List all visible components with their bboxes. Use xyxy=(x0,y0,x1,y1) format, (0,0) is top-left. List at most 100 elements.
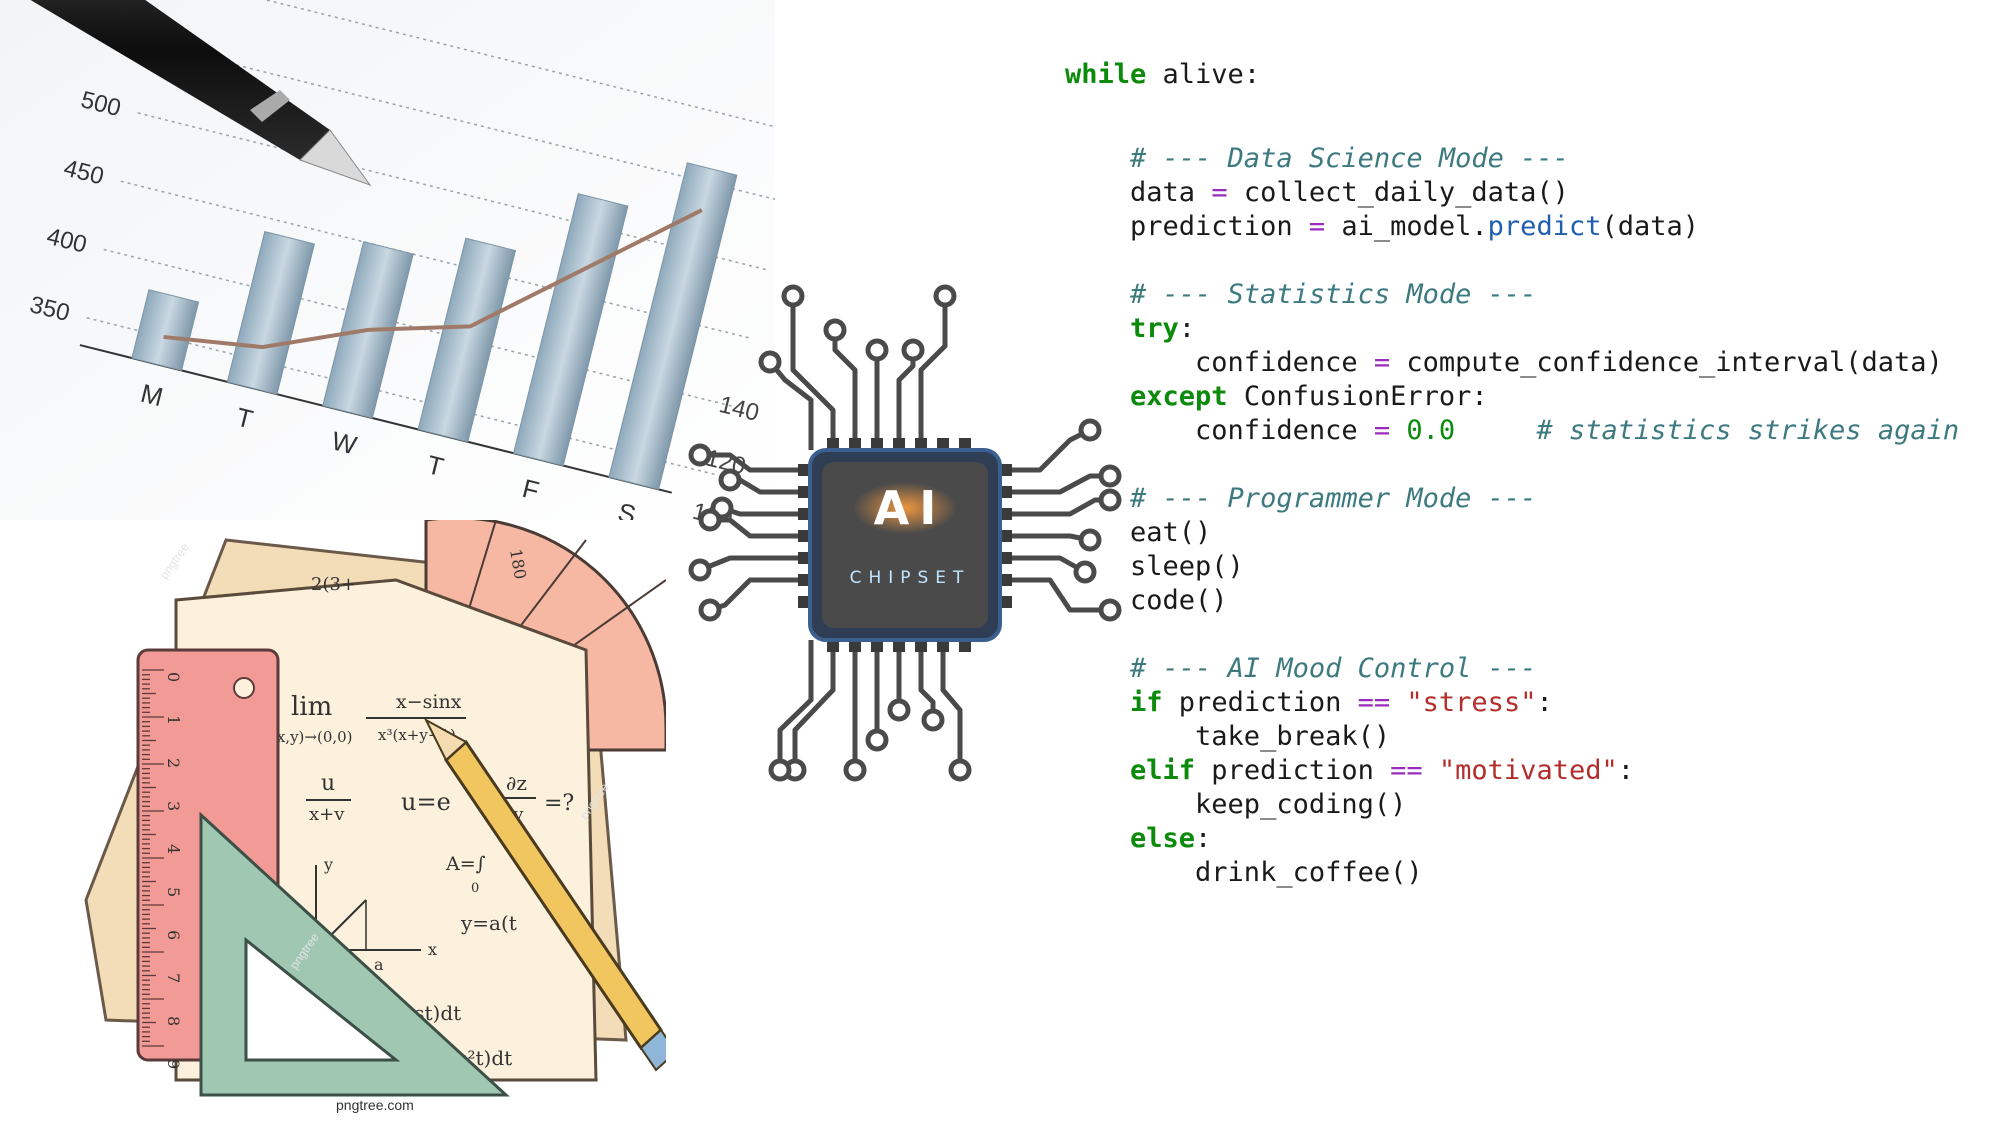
code-token: (data) xyxy=(1601,211,1700,242)
circuit-trace xyxy=(768,360,814,450)
code-line: data = collect_daily_data() xyxy=(1065,176,1569,210)
formula-partial-z: ∂z xyxy=(506,771,527,795)
chart-gridline xyxy=(120,180,752,340)
ruler-number: 0 xyxy=(164,672,183,682)
code-line: except ConfusionError: xyxy=(1065,380,1488,414)
code-token-com: # --- Statistics Mode --- xyxy=(1065,279,1537,310)
ruler-number: 8 xyxy=(164,1016,183,1026)
formula-equals-question: =? xyxy=(544,791,574,816)
code-line: take_break() xyxy=(1065,720,1390,754)
circuit-trace xyxy=(777,640,814,770)
chart-trend-line xyxy=(163,208,703,350)
circuit-node xyxy=(823,318,847,342)
code-token: eat() xyxy=(1065,517,1212,548)
code-token xyxy=(1390,415,1406,446)
chip-title: AI xyxy=(874,481,947,535)
circuit-trace xyxy=(699,555,810,573)
code-token: sleep() xyxy=(1065,551,1244,582)
pen-icon xyxy=(30,0,372,187)
circuit-node xyxy=(1078,528,1102,552)
ruler-number: 2 xyxy=(164,758,183,768)
circuit-node xyxy=(1098,488,1122,512)
code-token: ai_model. xyxy=(1325,211,1488,242)
code-token-op: = xyxy=(1373,347,1391,378)
x-tick-label: S xyxy=(615,497,639,520)
code-line: confidence = compute_confidence_interval… xyxy=(1065,346,1943,380)
code-token: take_break() xyxy=(1065,721,1391,752)
axis-label-x: x xyxy=(428,940,437,959)
formula-integral-lower: 0 xyxy=(471,881,479,896)
code-line: elif prediction == "motivated": xyxy=(1065,754,1634,788)
code-token: : xyxy=(1195,823,1212,854)
circuit-node xyxy=(948,758,972,782)
chart-bar xyxy=(608,162,738,490)
ai-chip-icon: AI CHIPSET xyxy=(630,270,1200,830)
x-tick-label: F xyxy=(519,473,542,506)
code-line: prediction = ai_model.predict(data) xyxy=(1065,210,1699,244)
ruler-number: 6 xyxy=(164,930,183,940)
circuit-node xyxy=(688,443,712,467)
formula-u: u xyxy=(321,771,335,796)
circuit-node xyxy=(781,284,805,308)
circuit-node xyxy=(1098,598,1122,622)
math-tools-illustration: 180 135 90 2(3+ lim (x,y)→(0,0) x−sinx x… xyxy=(66,520,666,1121)
circuit-trace xyxy=(790,296,836,450)
code-line: drink_coffee() xyxy=(1065,856,1423,890)
code-line: keep_coding() xyxy=(1065,788,1406,822)
ruler-number: 7 xyxy=(164,973,183,983)
code-line: # --- AI Mood Control --- xyxy=(1065,652,1536,686)
circuit-node xyxy=(718,468,742,492)
circuit-node xyxy=(933,284,957,308)
circuit-node xyxy=(843,758,867,782)
chart-gridline xyxy=(137,112,769,271)
code-token: prediction xyxy=(1162,687,1358,718)
circuit-traces xyxy=(688,284,1122,782)
circuit-node xyxy=(901,338,925,362)
circuit-node xyxy=(887,698,911,722)
code-line: while alive: xyxy=(1065,58,1260,92)
code-token: compute_confidence_interval(data) xyxy=(1390,347,1943,378)
code-token-kw: elif xyxy=(1065,755,1196,786)
code-line: # --- Data Science Mode --- xyxy=(1065,142,1569,176)
pencil-icon xyxy=(423,717,666,1072)
code-line: eat() xyxy=(1065,516,1211,550)
code-token-op: == xyxy=(1390,755,1423,786)
code-line: try: xyxy=(1065,312,1195,346)
ruler-number: 9 xyxy=(164,1059,183,1069)
chip-glow xyxy=(853,482,957,534)
circuit-trace xyxy=(709,577,810,613)
code-token-kw: except xyxy=(1065,381,1228,412)
circuit-trace xyxy=(1000,497,1110,517)
circuit-node xyxy=(698,598,722,622)
code-token xyxy=(1455,415,1536,446)
circuit-trace xyxy=(1000,533,1091,543)
watermark-text: pngtree.com xyxy=(336,1097,414,1113)
code-token: prediction xyxy=(1195,755,1391,786)
code-token-op: = xyxy=(1373,415,1391,446)
code-token: : xyxy=(1178,313,1196,344)
circuit-trace xyxy=(1000,577,1110,613)
circuit-trace xyxy=(896,350,916,450)
code-token: data xyxy=(1065,177,1212,208)
circuit-trace xyxy=(1000,427,1092,473)
code-line: sleep() xyxy=(1065,550,1244,584)
circuit-trace xyxy=(1000,555,1087,575)
circuit-node xyxy=(698,508,722,532)
code-token: confidence xyxy=(1065,415,1374,446)
code-token-kw: if xyxy=(1065,687,1163,718)
code-line: code() xyxy=(1065,584,1228,618)
circuit-trace xyxy=(832,330,858,450)
formula-lim: lim xyxy=(291,692,332,722)
code-token-kw: while xyxy=(1065,59,1147,90)
math-illustration-svg: 180 135 90 2(3+ lim (x,y)→(0,0) x−sinx x… xyxy=(66,520,666,1121)
chart-gridline xyxy=(86,317,718,476)
code-token-kw: else xyxy=(1065,823,1196,854)
code-token: drink_coffee() xyxy=(1065,857,1423,888)
circuit-node xyxy=(1098,464,1122,488)
chart-bar xyxy=(131,289,200,372)
chart-bar xyxy=(226,231,316,395)
code-token xyxy=(1390,687,1406,718)
code-line: confidence = 0.0 # statistics strikes ag… xyxy=(1065,414,1959,448)
code-token-op: == xyxy=(1357,687,1391,718)
circuit-trace xyxy=(1000,473,1110,495)
